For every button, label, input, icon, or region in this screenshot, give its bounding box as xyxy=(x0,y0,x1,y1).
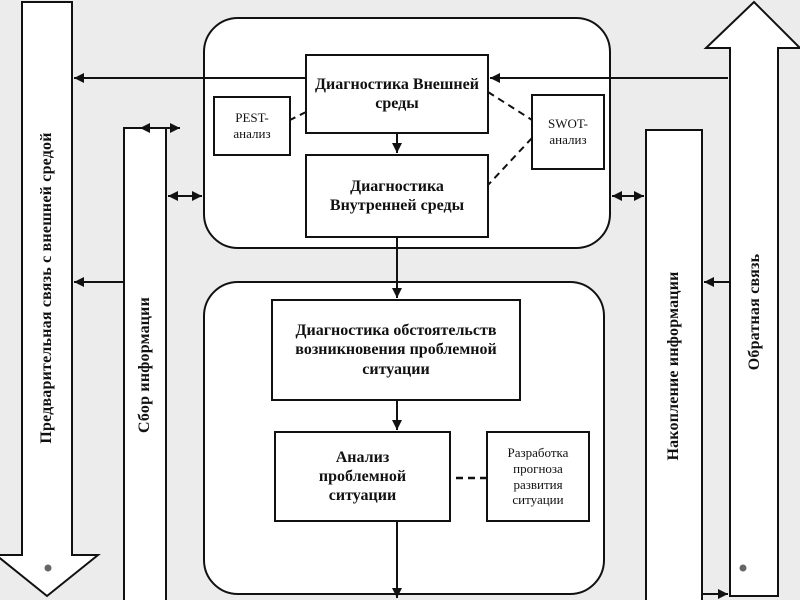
external-diagnostics-box xyxy=(305,54,489,134)
information-collection-label: Сбор информации xyxy=(136,296,153,434)
pest-dashed-link xyxy=(289,111,307,121)
information-accumulation-column xyxy=(645,129,703,600)
preliminary-link-down-arrow xyxy=(0,1,101,598)
forecast-box xyxy=(486,431,590,522)
swot-analysis-label: SWOT-анализ xyxy=(548,116,588,147)
pest-analysis-box xyxy=(213,96,291,156)
information-collection-column xyxy=(123,127,167,600)
feedback-arrow-dot xyxy=(739,564,747,572)
circumstances-diagnostics-box xyxy=(271,299,521,401)
swot-internal-dashed-link xyxy=(487,137,533,186)
feedback-label: Обратная связь xyxy=(746,253,763,371)
swot-external-dashed-link xyxy=(487,91,533,121)
internal-diagnostics-label: Диагностика Внутренней среды xyxy=(329,177,465,214)
situation-analysis-label: Анализ проблемной ситуации xyxy=(318,448,407,505)
internal-diagnostics-box xyxy=(305,154,489,238)
forecast-label: Разработка прогноза развития ситуации xyxy=(507,445,569,508)
swot-analysis-box xyxy=(531,94,605,170)
pest-analysis-label: PEST-анализ xyxy=(233,110,271,141)
information-accumulation-label: Накопление информации xyxy=(665,271,682,461)
preliminary-link-label: Предварительная связь с внешней средой xyxy=(38,132,55,444)
external-diagnostics-label: Диагностика Внешней среды xyxy=(315,75,479,112)
feedback-up-arrow xyxy=(703,0,800,597)
circumstances-diagnostics-label: Диагностика обстоятельств возникновения … xyxy=(295,322,497,378)
situation-analysis-box xyxy=(274,431,451,522)
preliminary-arrow-dot xyxy=(44,564,52,572)
